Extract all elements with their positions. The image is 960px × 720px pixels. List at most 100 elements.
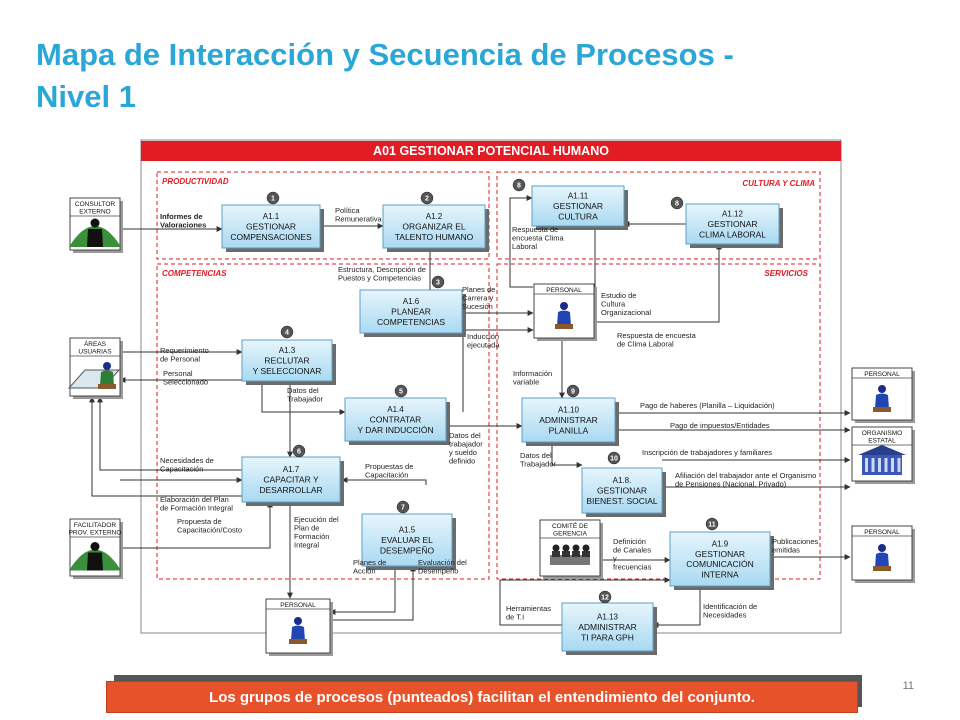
svg-text:Respuesta de: Respuesta de bbox=[512, 225, 558, 234]
arrow-datos-trabajador bbox=[261, 381, 346, 415]
step-number: 2 bbox=[425, 196, 429, 203]
flow-label-inscripcion: Inscripción de trabajadores y familiares bbox=[642, 448, 772, 457]
process-code: A1.12 bbox=[722, 210, 743, 219]
building-icon bbox=[858, 445, 906, 475]
actor-label: ORGANISMO bbox=[862, 430, 902, 437]
process-name: COMPENSACIONES bbox=[230, 232, 312, 242]
svg-text:Remunerativa: Remunerativa bbox=[335, 215, 383, 224]
consultant-icon bbox=[69, 218, 121, 247]
actor-personal-bottom: PERSONAL bbox=[265, 598, 333, 656]
actor-label: ÁREAS bbox=[84, 339, 107, 348]
svg-text:Integral: Integral bbox=[294, 541, 319, 550]
svg-text:Desempeño: Desempeño bbox=[418, 567, 458, 576]
step-badge: 3 bbox=[431, 275, 445, 289]
svg-text:trabajador: trabajador bbox=[449, 440, 483, 449]
svg-text:Requerimiento: Requerimiento bbox=[160, 346, 209, 355]
process-name: ADMINISTRAR bbox=[578, 622, 637, 632]
step-badge: 12 bbox=[598, 590, 612, 604]
svg-text:Estudio de: Estudio de bbox=[601, 291, 636, 300]
arrow-respuesta-cultura bbox=[509, 195, 533, 288]
page-title: Mapa de Interacción y Secuencia de Proce… bbox=[36, 37, 734, 114]
svg-text:y sueldo: y sueldo bbox=[449, 448, 477, 457]
svg-text:Necesidades: Necesidades bbox=[703, 611, 747, 620]
svg-text:ejecutada: ejecutada bbox=[467, 341, 500, 350]
person-icon bbox=[289, 617, 307, 644]
svg-text:Datos del: Datos del bbox=[287, 386, 319, 395]
actor-personal-right2: PERSONAL bbox=[851, 525, 915, 583]
svg-text:Laboral: Laboral bbox=[512, 242, 537, 251]
process-name: GESTIONAR bbox=[553, 201, 603, 211]
step-number: 4 bbox=[285, 330, 289, 337]
arrow-planes-accion bbox=[329, 566, 396, 615]
svg-text:Estructura, Descripción de: Estructura, Descripción de bbox=[338, 265, 426, 274]
step-number: 7 bbox=[401, 505, 405, 512]
process-code: A1.2 bbox=[426, 212, 443, 221]
process-name: ORGANIZAR EL bbox=[402, 222, 466, 232]
footer-banner: Los grupos de procesos (punteados) facil… bbox=[106, 681, 858, 713]
person-icon bbox=[555, 302, 573, 329]
process-name: ADMINISTRAR bbox=[539, 415, 598, 425]
svg-text:de Canales: de Canales bbox=[613, 546, 651, 555]
svg-text:Seleccionado: Seleccionado bbox=[163, 378, 208, 387]
process-name: EVALUAR EL bbox=[381, 535, 433, 545]
actor-label: PROV. EXTERNO bbox=[69, 530, 122, 537]
group-competencias bbox=[156, 263, 490, 580]
svg-text:Puestos y Competencias: Puestos y Competencias bbox=[338, 274, 421, 283]
actor-personal-center: PERSONAL bbox=[533, 283, 597, 341]
process-name: Y DAR INDUCCIÓN bbox=[357, 425, 433, 435]
process-name: CAPACITAR Y bbox=[263, 475, 319, 485]
group-label-cultura: CULTURA Y CLIMA bbox=[742, 179, 815, 188]
svg-text:Pago de haberes (Planilla – Li: Pago de haberes (Planilla – Liquidación) bbox=[640, 401, 775, 410]
svg-text:encuesta Clima: encuesta Clima bbox=[512, 234, 565, 243]
step-number: 8 bbox=[517, 183, 521, 190]
svg-text:emitidas: emitidas bbox=[772, 546, 800, 555]
group-cultura bbox=[496, 171, 821, 260]
group-servicios bbox=[496, 263, 821, 580]
person-icon bbox=[873, 544, 891, 571]
group-productividad bbox=[156, 171, 490, 260]
flow-label-pago-haberes: Pago de haberes (Planilla – Liquidación) bbox=[640, 401, 775, 410]
svg-text:Inducción: Inducción bbox=[467, 332, 499, 341]
svg-text:frecuencias: frecuencias bbox=[613, 563, 652, 572]
process-name: GESTIONAR bbox=[707, 219, 757, 229]
svg-text:Política: Política bbox=[335, 206, 360, 215]
actor-personal-right1: PERSONAL bbox=[851, 367, 915, 423]
person-icon bbox=[873, 385, 891, 412]
svg-text:Carrera y: Carrera y bbox=[462, 294, 494, 303]
process-code: A1.8. bbox=[613, 476, 632, 485]
header-title: A01 GESTIONAR POTENCIAL HUMANO bbox=[373, 144, 609, 158]
svg-text:Planes de: Planes de bbox=[353, 558, 386, 567]
process-name: COMUNICACIÓN bbox=[686, 559, 754, 569]
process-name: INTERNA bbox=[701, 570, 739, 580]
step-number: 3 bbox=[436, 280, 440, 287]
svg-text:Datos del: Datos del bbox=[449, 431, 481, 440]
arrow-identificacion bbox=[652, 586, 701, 628]
svg-text:Valoraciones: Valoraciones bbox=[160, 221, 206, 230]
step-badge: 2 bbox=[420, 191, 434, 205]
step-number: 11 bbox=[708, 522, 716, 529]
process-code: A1.3 bbox=[279, 346, 296, 355]
process-code: A1.9 bbox=[712, 539, 729, 548]
actor-label: EXTERNO bbox=[79, 209, 110, 216]
step-badge: 5 bbox=[394, 384, 408, 398]
svg-text:de Clima Laboral: de Clima Laboral bbox=[617, 340, 674, 349]
